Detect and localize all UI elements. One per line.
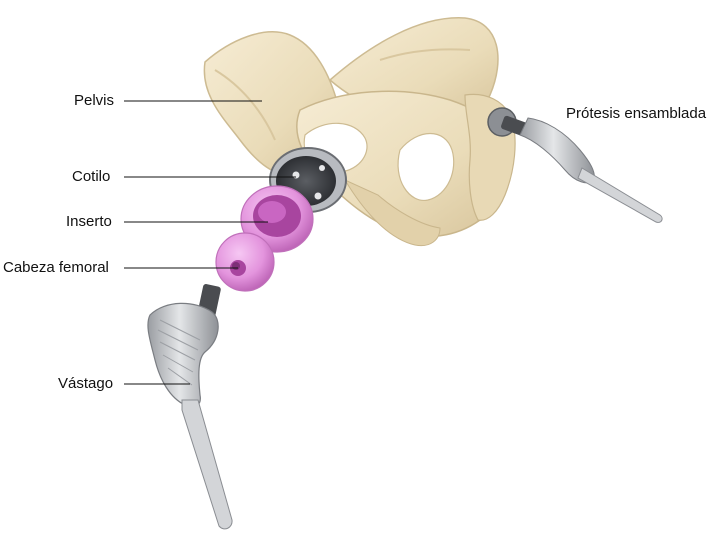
label-cotilo: Cotilo: [72, 168, 111, 185]
femoral-stem: [147, 284, 233, 530]
leader-lines: [124, 100, 296, 385]
femoral-head: [215, 232, 275, 292]
liner-insert: [240, 185, 314, 253]
label-cabeza-femoral: Cabeza femoral: [3, 259, 109, 276]
label-inserto: Inserto: [66, 213, 112, 230]
label-protesis-ensamblada: Prótesis ensamblada: [566, 105, 707, 122]
label-pelvis: Pelvis: [74, 92, 115, 109]
assembled-prosthesis: [487, 107, 663, 223]
label-vastago: Vástago: [58, 375, 114, 392]
